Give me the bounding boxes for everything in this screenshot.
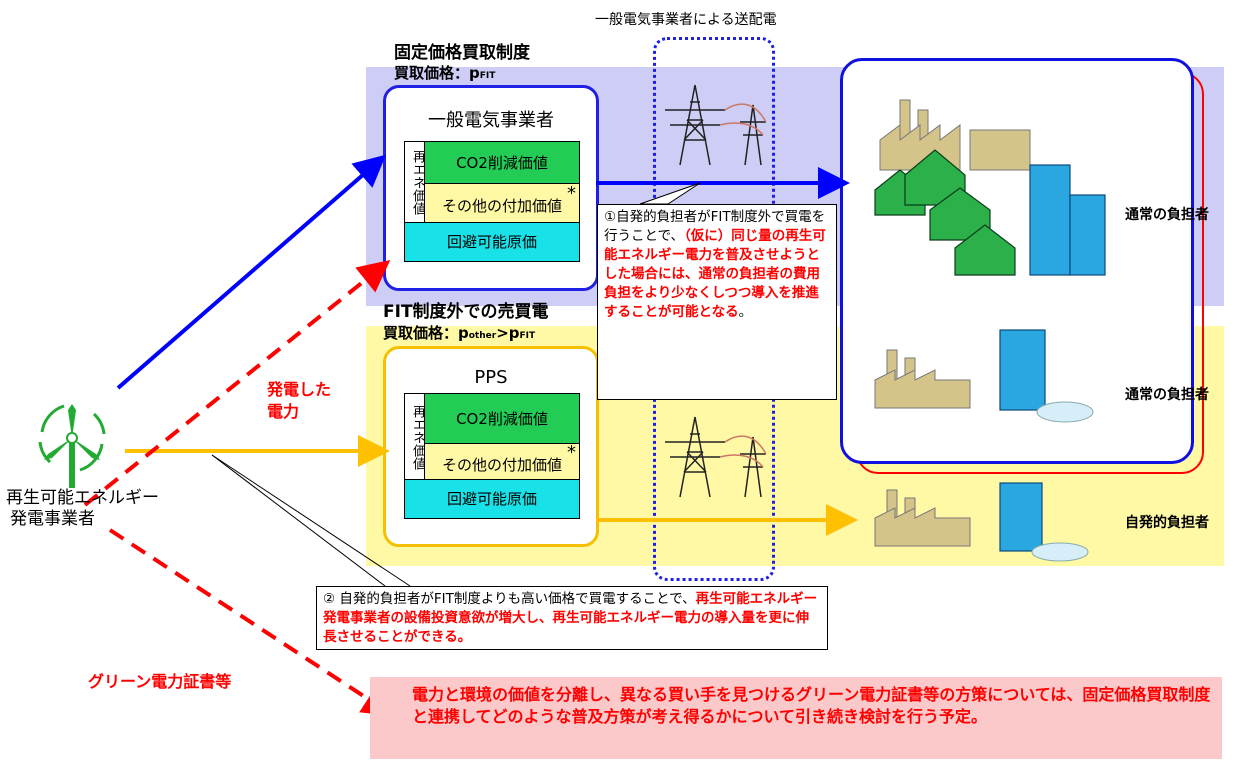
asterisk-mark: * [567,183,576,204]
factory-icon [874,489,971,547]
callout1-plain: ①自発的負担者がFIT制度外で買電を行うことで、 [604,209,826,244]
fit-price: 買取価格：pFIT [394,62,495,83]
co2-value-label: CO2削減価値 [456,410,548,428]
note-box [370,677,1222,759]
tower-icon [665,416,767,498]
producer-line2: 発電事業者 [10,509,95,529]
dashed-generated-power [83,259,391,507]
fit-price-sub: FIT [479,71,496,81]
building-icon [999,329,1046,411]
other-value-label: その他の付加価値 [441,197,562,215]
callout-higher-price: ② 自発的負担者がFIT制度よりも高い価格で買電することで、再生可能エネルギー発… [316,586,828,650]
wind-turbine-icon [38,404,106,488]
normal-consumer-label-2: 通常の負担者 [1125,387,1209,403]
co2-value-label: CO2削減価値 [456,154,548,172]
green-cert-label: グリーン電力証書等 [88,672,232,691]
asterisk-mark: * [567,442,576,463]
building-icon [999,482,1043,552]
callout1-pointer [639,182,701,205]
generated-power-line2: 電力 [267,402,300,421]
tower-icon [665,84,767,166]
callout2-plain: ② 自発的負担者がFIT制度よりも高い価格で買電することで、 [323,591,696,607]
seller-utility-name: 一般電気事業者 [428,110,554,131]
seller-utility: 一般電気事業者 再エネ価値 CO2削減価値 その他の付加価値 * 回避可能原価 [383,85,599,291]
producer-line1: 再生可能エネルギー [6,488,159,508]
non-fit-price-prefix: 買取価格：p [383,324,469,342]
fit-title: 固定価格買取制度 [394,43,530,63]
avoidable-cost-cell: 回避可能原価 [404,479,580,519]
cloud-icon [1036,401,1094,423]
fit-price-prefix: 買取価格：p [394,64,480,82]
cloud-icon [1031,542,1089,562]
callout1-end: 。 [738,304,753,320]
seller-pps-name: PPS [474,367,508,388]
note-text: 電力と環境の価値を分離し、異なる買い手を見つけるグリーン電力証書等の方策について… [412,685,1211,726]
building-icon [1029,164,1106,276]
avoidable-cost-label: 回避可能原価 [446,233,537,251]
non-fit-price-gt: >p [496,324,520,342]
callout-voluntary-purchase: ①自発的負担者がFIT制度外で買電を行うことで、（仮に）同じ量の再生可能エネルギ… [597,204,837,400]
callout1-red: （仮に）同じ量の再生可能エネルギー電力を普及させようとした場合には、通常の負担者… [604,228,826,320]
arrow-producer-to-utility [116,154,387,390]
factory-icon [879,99,1031,171]
other-value-cell: その他の付加価値 * [424,442,580,481]
generated-power-line1: 発電した [267,380,332,399]
avoidable-cost-cell: 回避可能原価 [404,222,580,262]
seller-pps: PPS 再エネ価値 CO2削減価値 その他の付加価値 * 回避可能原価 [383,346,599,547]
callout2-pointer-b [211,454,386,587]
factory-icon [874,349,971,409]
producer-label: 再生可能エネルギー 発電事業者 [6,488,159,530]
non-fit-price: 買取価格：pother>pFIT [383,322,535,343]
house-icon [874,149,1016,276]
other-value-label: その他の付加価値 [441,456,562,474]
other-value-cell: その他の付加価値 * [424,183,580,224]
non-fit-price-sub2: FIT [519,331,536,341]
non-fit-price-sub1: other [468,331,497,341]
non-fit-title: FIT制度外での売買電 [383,302,549,322]
callout2-pointer-a [211,454,411,587]
avoidable-cost-label: 回避可能原価 [446,490,537,508]
voluntary-consumer-label: 自発的負担者 [1125,515,1209,531]
callout2-red: 再生可能エネルギー発電事業者の設備投資意欲が増大し、再生可能エネルギー電力の導入… [323,591,818,645]
co2-value-cell: CO2削減価値 [424,141,580,185]
generated-power-label: 発電した 電力 [267,379,331,423]
co2-value-cell: CO2削減価値 [424,393,580,445]
dashed-green-cert [108,528,395,717]
transmission-label: 一般電気事業者による送配電 [595,12,777,28]
normal-consumer-label-1: 通常の負担者 [1125,207,1209,223]
